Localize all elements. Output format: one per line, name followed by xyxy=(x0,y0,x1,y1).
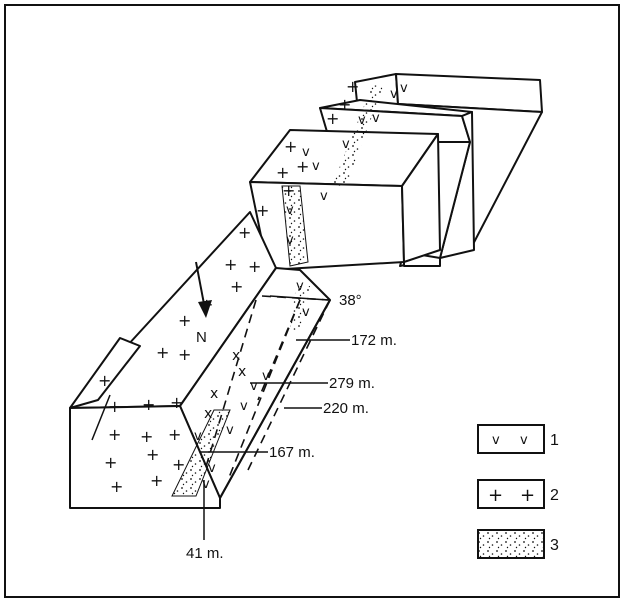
far-fault-blocks xyxy=(249,73,543,271)
leader-lines xyxy=(200,295,350,540)
svg-text:x: x xyxy=(238,364,246,380)
svg-text:+: + xyxy=(172,455,185,474)
figure-frame xyxy=(4,4,620,598)
svg-text:+: + xyxy=(338,95,351,114)
svg-text:v: v xyxy=(302,305,310,320)
depth-label-167m: 167 m. xyxy=(269,444,315,461)
svg-text:+: + xyxy=(326,109,339,128)
svg-text:v: v xyxy=(520,433,528,448)
north-arrow xyxy=(195,261,212,318)
main-slab xyxy=(69,211,331,509)
depth-label-41m: 41 m. xyxy=(186,545,224,562)
svg-text:v: v xyxy=(312,159,320,174)
svg-text:v: v xyxy=(400,81,408,96)
svg-text:v: v xyxy=(262,369,270,384)
svg-text:v: v xyxy=(208,461,216,476)
svg-text:v: v xyxy=(250,379,258,394)
svg-text:+: + xyxy=(170,393,183,412)
svg-text:x: x xyxy=(210,386,218,402)
svg-text:x: x xyxy=(232,348,240,364)
svg-text:+: + xyxy=(140,427,153,446)
svg-text:+: + xyxy=(230,277,243,296)
svg-text:v: v xyxy=(302,145,310,160)
svg-text:+: + xyxy=(168,425,181,444)
svg-text:v: v xyxy=(320,189,328,204)
svg-text:+: + xyxy=(104,453,117,472)
svg-text:+: + xyxy=(238,223,251,242)
svg-text:v: v xyxy=(492,433,500,448)
svg-text:v: v xyxy=(226,423,234,438)
svg-text:v: v xyxy=(358,113,366,128)
depth-label-279m: 279 m. xyxy=(329,375,375,392)
svg-text:v: v xyxy=(286,203,294,218)
svg-text:+: + xyxy=(108,425,121,444)
symbols-x: xx xx xyxy=(204,348,246,422)
stipple-band-lower xyxy=(171,409,231,497)
stipple-band-upper xyxy=(332,84,384,186)
svg-text:v: v xyxy=(296,279,304,294)
svg-text:v: v xyxy=(240,399,248,414)
legend-item-2: + + 2 xyxy=(477,479,559,509)
svg-text:2: 2 xyxy=(550,487,559,504)
svg-text:+: + xyxy=(256,201,269,220)
svg-text:1: 1 xyxy=(550,432,559,449)
svg-text:v: v xyxy=(286,233,294,248)
svg-text:+: + xyxy=(248,257,261,276)
svg-text:+: + xyxy=(276,163,289,182)
svg-text:v: v xyxy=(342,137,350,152)
svg-text:+: + xyxy=(98,371,111,390)
legend: v v 1 + + 2 3 xyxy=(477,424,559,559)
north-label: N xyxy=(196,329,207,346)
depth-label-172m: 172 m. xyxy=(351,332,397,349)
svg-text:+: + xyxy=(110,477,123,496)
svg-text:+: + xyxy=(142,395,155,414)
svg-text:+: + xyxy=(146,445,159,464)
svg-text:+: + xyxy=(156,343,169,362)
legend-item-1: v v 1 xyxy=(477,424,559,454)
svg-text:+: + xyxy=(488,485,503,506)
svg-text:x: x xyxy=(204,406,212,422)
legend-item-3: 3 xyxy=(477,529,559,559)
svg-text:+: + xyxy=(224,255,237,274)
svg-text:+: + xyxy=(346,77,359,96)
svg-text:v: v xyxy=(372,111,380,126)
depth-label-220m: 220 m. xyxy=(323,400,369,417)
svg-text:v: v xyxy=(390,87,398,102)
svg-text:+: + xyxy=(520,485,535,506)
svg-text:+: + xyxy=(282,181,295,200)
svg-text:+: + xyxy=(284,137,297,156)
svg-text:3: 3 xyxy=(550,537,559,554)
svg-text:+: + xyxy=(178,311,191,330)
svg-text:+: + xyxy=(108,397,121,416)
svg-text:v: v xyxy=(202,477,210,492)
svg-text:v: v xyxy=(194,429,202,444)
svg-text:+: + xyxy=(296,157,309,176)
dip-angle-label: 38° xyxy=(339,292,362,309)
svg-text:+: + xyxy=(150,471,163,490)
svg-text:+: + xyxy=(178,345,191,364)
